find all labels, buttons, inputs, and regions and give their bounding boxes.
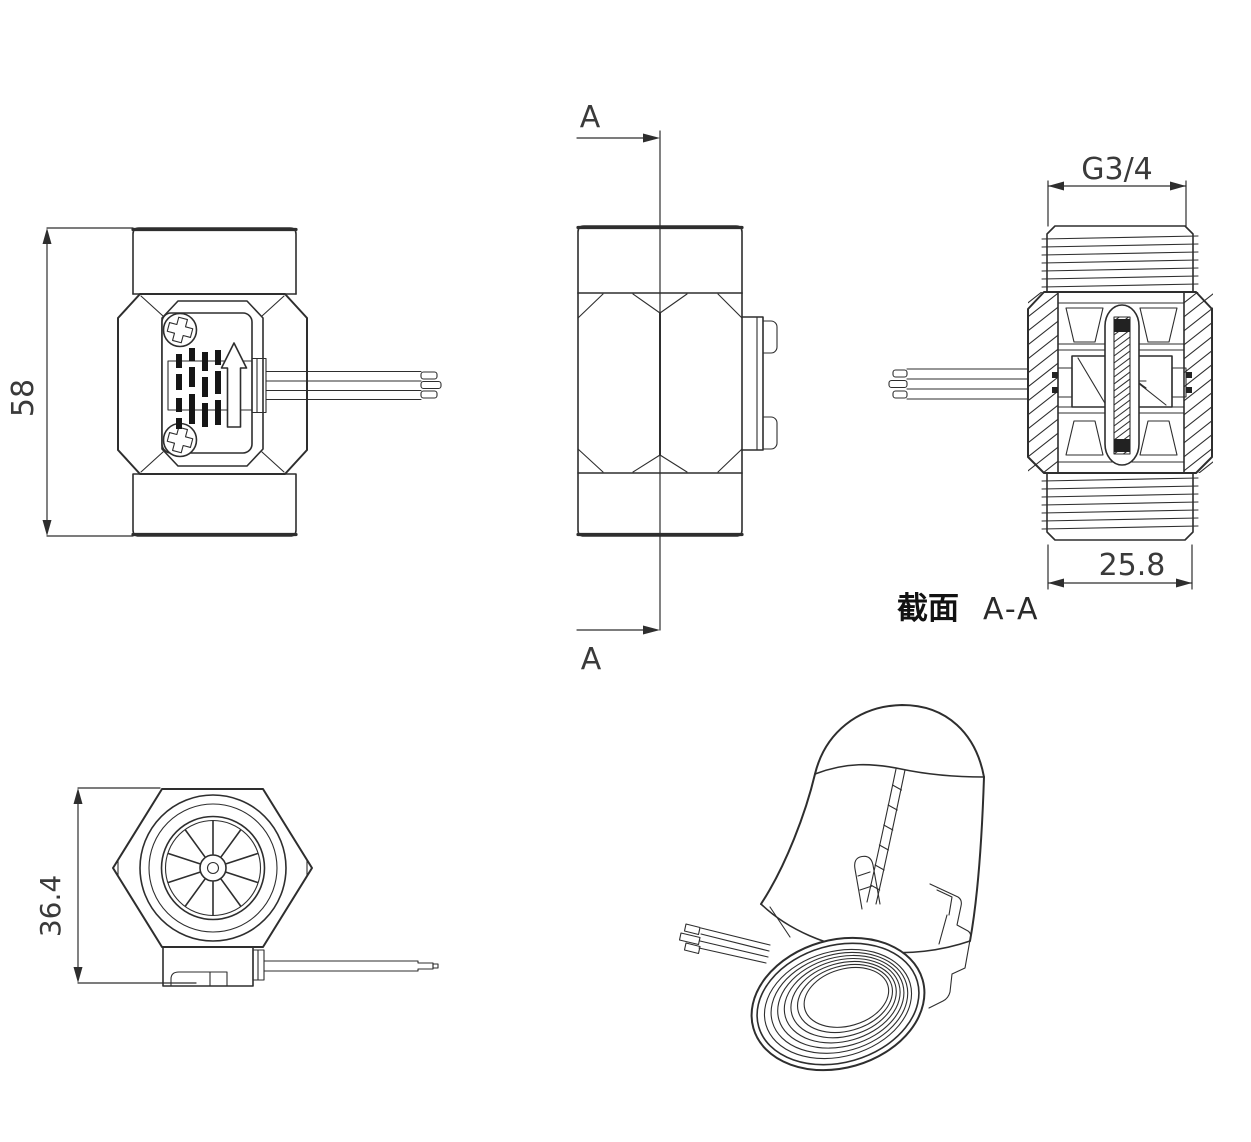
dimension-arrow-right-icon xyxy=(1176,578,1192,588)
iso-wire-leads xyxy=(678,923,771,964)
spec-label xyxy=(167,348,253,429)
section-caption-id: A-A xyxy=(983,592,1040,627)
section-aa-view: G3/4 xyxy=(888,152,1213,627)
bottom-threaded-port xyxy=(1041,472,1199,541)
section-hex-body xyxy=(1027,291,1213,474)
connector-clip-bottom xyxy=(762,416,778,450)
side-body xyxy=(576,225,744,537)
section-hatch-left xyxy=(1028,292,1058,473)
turbine-face xyxy=(160,815,266,921)
turbine-shaft xyxy=(1113,316,1131,455)
internal-threads xyxy=(763,948,913,1060)
axial-wire-lead xyxy=(263,960,439,972)
label-print-marks xyxy=(176,348,221,429)
front-view: 58 xyxy=(6,227,442,537)
section-cutting-line: A A xyxy=(576,100,661,677)
turbine-hub xyxy=(199,854,227,882)
axial-height-dimension: 36.4 xyxy=(34,787,197,984)
front-height-dim-label: 58 xyxy=(6,379,41,417)
support-bottom-right xyxy=(1139,420,1178,456)
dimension-arrow-up-icon xyxy=(42,228,52,244)
isometric-view xyxy=(678,704,985,1072)
axial-height-dim-label: 36.4 xyxy=(34,875,67,937)
iso-body xyxy=(760,704,985,954)
bearing-top xyxy=(1114,319,1130,332)
phillips-screw-top xyxy=(162,312,198,348)
dimension-arrow-left-icon xyxy=(1048,578,1064,588)
connector-clip-top xyxy=(762,320,778,354)
side-view: A A xyxy=(576,100,778,677)
front-height-dimension: 58 xyxy=(6,227,134,537)
iso-connector xyxy=(928,883,972,1009)
support-top-left xyxy=(1065,307,1104,343)
section-arrow-bottom-icon xyxy=(643,625,660,635)
support-top-right xyxy=(1139,307,1178,343)
turbine-spokes xyxy=(167,820,259,916)
port-width-dimension: 25.8 xyxy=(1047,544,1193,590)
flow-direction-arrow-icon xyxy=(220,342,248,428)
section-caption: 截面 A-A xyxy=(897,591,1040,627)
section-label-top: A xyxy=(580,100,601,135)
dimension-arrow-down-icon xyxy=(73,967,83,983)
iso-alignment-tab xyxy=(854,855,881,910)
axial-view: 36.4 xyxy=(34,787,439,987)
bearing-bottom xyxy=(1114,439,1130,452)
top-threaded-port xyxy=(1041,225,1199,293)
dimension-arrow-up-icon xyxy=(73,788,83,804)
iso-threaded-opening xyxy=(750,936,926,1072)
front-cable-connector xyxy=(251,357,267,414)
section-wire-leads xyxy=(888,368,1029,400)
section-arrow-top-icon xyxy=(643,133,660,143)
front-body xyxy=(117,227,308,537)
section-caption-cn: 截面 xyxy=(897,591,959,627)
side-connector xyxy=(741,316,778,451)
thread-dimension: G3/4 xyxy=(1047,152,1187,227)
port-width-dim-label: 25.8 xyxy=(1099,548,1166,583)
dimension-arrow-down-icon xyxy=(42,520,52,536)
turbine-assembly xyxy=(1052,302,1192,466)
support-bottom-left xyxy=(1065,420,1104,456)
section-hatch-right xyxy=(1184,292,1213,473)
dimension-arrow-right-icon xyxy=(1170,181,1186,191)
thread-spec-label: G3/4 xyxy=(1081,152,1153,187)
dimension-arrow-left-icon xyxy=(1048,181,1064,191)
section-label-bottom: A xyxy=(581,642,602,677)
axial-base xyxy=(162,946,265,987)
front-wire-leads xyxy=(265,370,442,401)
axial-hex-body xyxy=(112,788,313,948)
